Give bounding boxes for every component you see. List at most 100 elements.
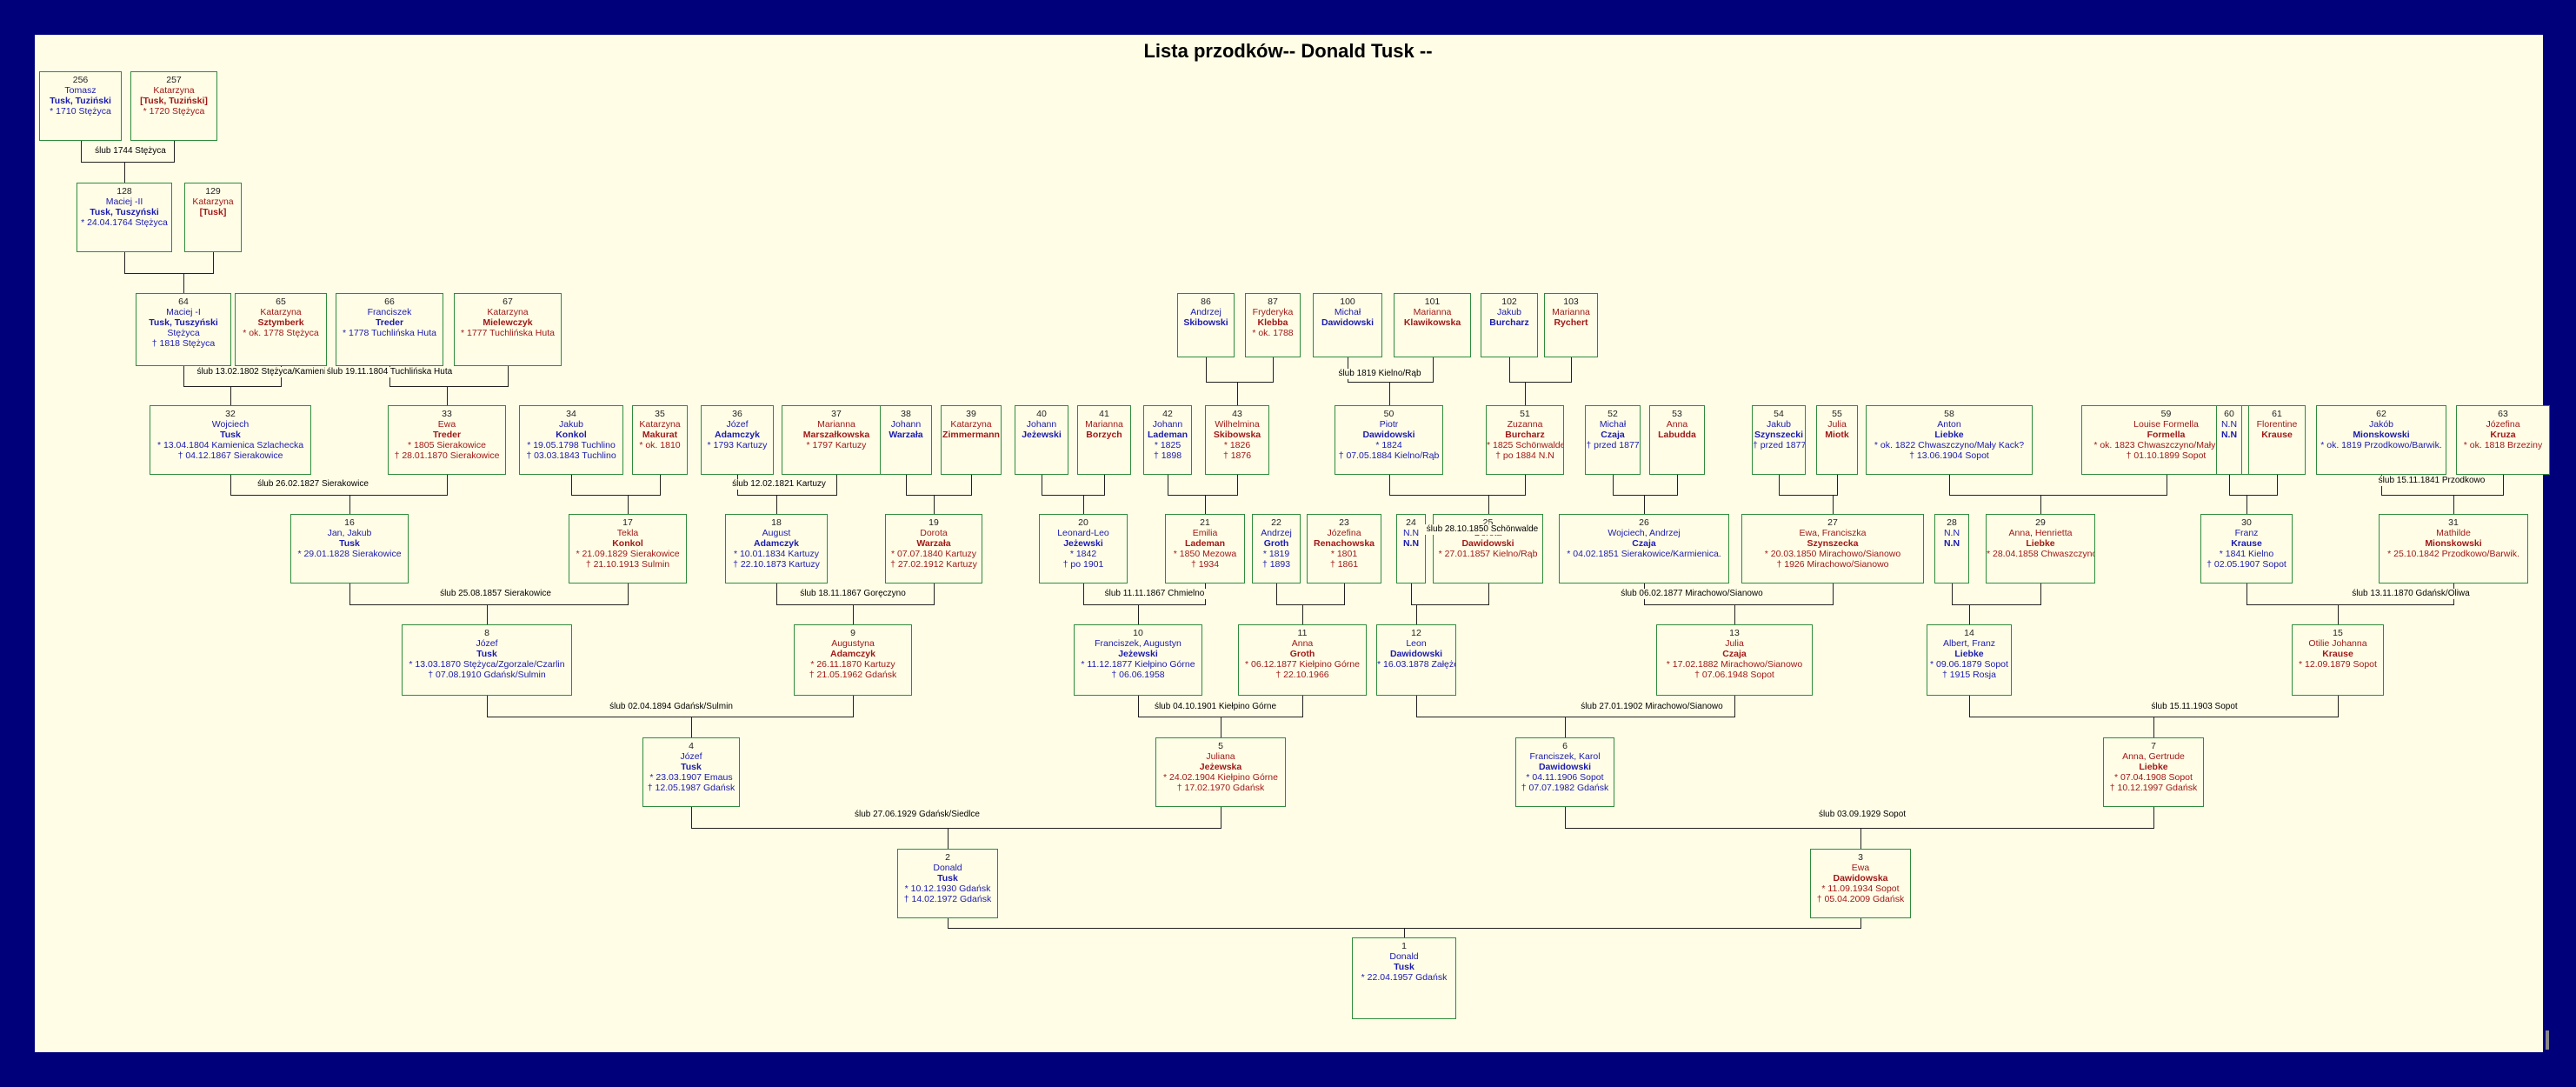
person-surname: Czaja — [1632, 538, 1656, 549]
connector-line — [1488, 495, 1489, 515]
person-number: 40 — [1036, 409, 1047, 419]
person-surname: Dawidowski — [1362, 430, 1415, 440]
connector-line — [1302, 696, 1304, 717]
connector-line — [1860, 828, 1862, 850]
person-number: 9 — [850, 628, 855, 638]
person-surname: Tusk, Tuziński — [50, 96, 111, 106]
person-surname: Borzych — [1086, 430, 1122, 440]
person-surname: Dawidowski — [1538, 762, 1592, 772]
person-given-name: Marianna — [1552, 307, 1590, 317]
person-event: † 07.06.1948 Sopot — [1694, 670, 1774, 680]
person-given-name: Anna, Gertrude — [2122, 751, 2185, 762]
person-given-name: N.N — [1943, 528, 1960, 538]
person-surname: Klawikowska — [1403, 317, 1461, 328]
person-given-name: August — [762, 528, 791, 538]
person-surname: Dawidowska — [1833, 873, 1888, 884]
connector-line — [776, 495, 778, 515]
person-event: † przed 1877 — [1586, 440, 1640, 450]
person-given-name: Józef — [726, 419, 749, 430]
connector-line — [2338, 604, 2340, 625]
person-number: 101 — [1424, 297, 1441, 307]
connector-line — [1237, 475, 1239, 496]
person-event: * 1778 Tuchlińska Huta — [343, 328, 436, 338]
connector-line — [1565, 717, 1567, 738]
person-number: 59 — [2160, 409, 2172, 419]
person-event: † 14.02.1972 Gdańsk — [903, 894, 992, 904]
person-given-name: Jan, Jakub — [327, 528, 372, 538]
person-surname: Labudda — [1658, 430, 1696, 440]
connector-line — [183, 386, 282, 388]
marriage-label: ślub 19.11.1804 Tuchlińska Huta — [324, 367, 455, 377]
connector-line — [1138, 604, 1140, 625]
person-event: † po 1901 — [1062, 559, 1104, 570]
person-surname: Krause — [2231, 538, 2262, 549]
connector-line — [948, 918, 949, 929]
person-surname: Treder — [375, 317, 404, 328]
person-event: * 16.03.1878 Załęże — [1377, 659, 1456, 670]
person-event: * 1777 Tuchlińska Huta — [461, 328, 555, 338]
person-number: 129 — [205, 186, 221, 197]
person-surname: Lademan — [1184, 538, 1226, 549]
person-number: 26 — [1639, 517, 1649, 528]
person-surname: Dawidowski — [1389, 649, 1443, 659]
person-given-name: Anton — [1937, 419, 1961, 430]
person-number: 63 — [2498, 409, 2508, 419]
person-given-name: Florentine — [2256, 419, 2298, 430]
connector-line — [906, 475, 908, 496]
person-number: 43 — [1232, 409, 1242, 419]
connector-line — [934, 584, 935, 605]
person-event: † 1915 Rosja — [1942, 670, 1996, 680]
person-event: * ok. 1778 Stężyca — [243, 328, 319, 338]
marriage-label: ślub 15.11.1841 Przodkowo — [2376, 476, 2487, 486]
person-number: 51 — [1520, 409, 1530, 419]
connector-line — [1509, 382, 1572, 383]
person-surname: Klebba — [1257, 317, 1288, 328]
connector-line — [660, 475, 662, 496]
person-event: † 10.12.1997 Gdańsk — [2109, 783, 2198, 793]
person-event: † 03.03.1843 Tuchlino — [526, 450, 616, 461]
page-title: Lista przodków-- Donald Tusk -- — [1143, 40, 1433, 62]
marriage-label: ślub 02.04.1894 Gdańsk/Sulmin — [608, 702, 735, 712]
marriage-label: ślub 27.06.1929 Gdańsk/Siedlce — [853, 810, 982, 820]
person-event: * ok. 1822 Chwaszczyno/Mały Kack? — [1874, 440, 2025, 450]
person-given-name: Fryderyka — [1252, 307, 1294, 317]
connector-line — [2338, 696, 2340, 717]
person-event: * 11.12.1877 Kiełpino Górne — [1081, 659, 1195, 670]
connector-line — [124, 252, 126, 274]
person-number: 21 — [1200, 517, 1210, 528]
person-surname: [Tusk] — [199, 207, 227, 217]
person-event: * 07.07.1840 Kartuzy — [890, 549, 977, 559]
person-event: * ok. 1819 Przodkowo/Barwik. — [2320, 440, 2442, 450]
person-surname: Adamczyk — [754, 538, 799, 549]
connector-line — [183, 273, 185, 294]
connector-line — [349, 495, 351, 515]
person-event: * ok. 1788 — [1252, 328, 1294, 338]
marriage-label: ślub 03.09.1929 Sopot — [1816, 810, 1908, 820]
person-given-name: Marianna — [1413, 307, 1452, 317]
person-given-name: Julia — [1827, 419, 1847, 430]
connector-line — [1348, 382, 1434, 383]
person-surname: Dawidowski — [1321, 317, 1375, 328]
connector-line — [571, 495, 661, 497]
person-given-name: Józefina — [1327, 528, 1361, 538]
connector-line — [1237, 382, 1239, 406]
person-number: 31 — [2448, 517, 2459, 528]
connector-line — [1779, 475, 1781, 496]
person-event: † 22.10.1966 — [1275, 670, 1329, 680]
person-number: 41 — [1099, 409, 1109, 419]
connector-line — [1083, 604, 1206, 606]
